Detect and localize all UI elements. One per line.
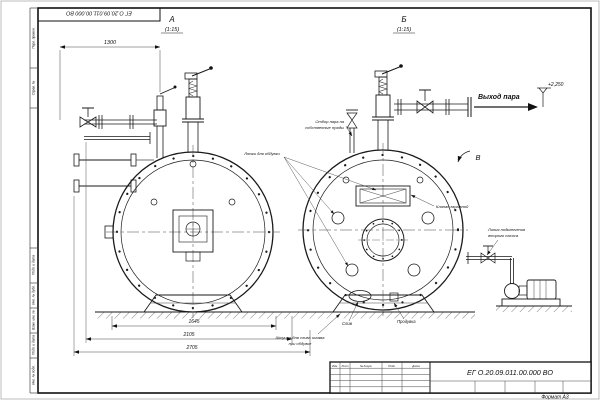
margin-stamp: Справ. № [32,80,36,95]
view-a-boiler-front [73,66,280,318]
dim-1645: 1645 [188,319,199,325]
pump-line-label-2: второго насоса [488,233,519,238]
safety-valve-front [182,66,213,152]
steam-tap-label-2: собственные нужды [305,125,344,130]
titleblock-col-podp: Подп. [388,364,396,368]
sludge-label-1: Штуцер для слива шлама [275,335,325,340]
feed-pump-unit [466,245,561,307]
water-gauge-assembly [73,153,154,193]
boiler-shell-rear [298,143,468,316]
annotations: Выход пара +2,250 Отбор пара на собствен… [243,82,563,346]
format-label: Формат А3 [541,395,569,400]
margin-stamp: Инв. № дубл. [32,285,36,305]
margin-stamp: Перв. примен. [32,27,36,48]
dim-2705: 2705 [185,345,197,351]
steam-outlet-piping [394,89,538,117]
inverted-drawing-number: ЕГ О.20.09.011.00.000 ВО [65,10,131,16]
elevation-label: +2,250 [548,82,564,88]
titleblock-col-list: Лист [340,364,349,368]
manhole [358,218,408,262]
safety-valve-rear [372,64,403,150]
view-b-label: Б [401,15,406,24]
view-a-scale: (1:15) [165,27,180,33]
titleblock-col-dokum: № докум. [360,364,373,368]
margin-stamp: Подп. и дата [32,255,36,275]
steam-outlet-label: Выход пара [478,93,520,101]
manifold-piping [79,107,157,144]
titleblock-col-data: Дата [411,364,420,368]
drain-label: Слив [342,321,353,326]
view-b-scale: (1:15) [397,27,412,33]
margin-stamp: Взам. инв. № [32,310,36,330]
soot-hatches-label: Лючки для обдувки [243,151,280,156]
margin-stamp: Подп. и дата [32,335,36,355]
dimensions: 1300 1645 2105 2705 [59,40,311,356]
view-a-label: А [168,15,174,24]
dim-2105: 2105 [182,332,194,338]
explosion-valve-label: Клапан взрывной [436,204,469,209]
view-v-label: В [475,153,480,162]
view-b-boiler-rear [298,64,561,316]
explosion-valve-hatch [342,176,424,207]
side-safety-valve [153,85,177,158]
blowdown-label: Продувка [397,319,416,324]
titleblock-col-izm: Изм. [332,364,338,368]
steam-tap-label-1: Отбор пара на [315,119,344,124]
view-labels: А (1:15) Б (1:15) В [161,15,481,163]
margin-stamp: Инв. № подл. [32,365,36,385]
burner-assembly [172,209,214,262]
title-block: Изм. Лист № докум. Подп. Дата ЕГ О.20.09… [329,361,592,400]
drawing-number: ЕГ О.20.09.011.00.000 ВО [467,368,553,377]
support-saddle-rear [332,294,435,313]
inspection-nozzles [331,211,435,302]
sludge-label-2: при обдувке [289,341,312,346]
support-saddle-front [143,294,243,313]
pump-line-label-1: Линия подключения [487,227,526,232]
dim-1300: 1300 [104,40,117,46]
